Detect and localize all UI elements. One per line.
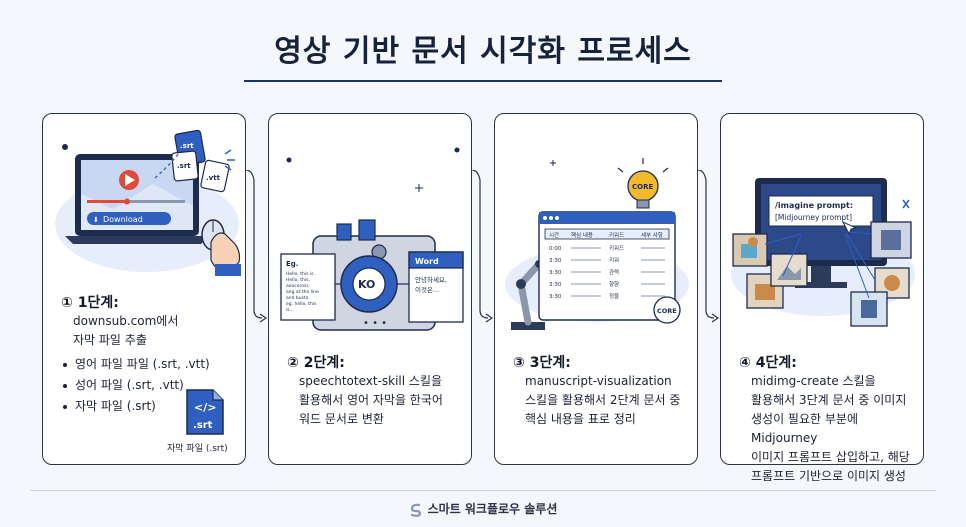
svg-text:세부 사항: 세부 사항	[641, 231, 663, 239]
generated-image-icon	[850, 291, 888, 327]
svg-text:⬇: ⬇	[93, 216, 99, 224]
step-4-description: midimg-create 스킬을 활용해서 3단계 문서 중 이미지 생성이 …	[751, 374, 910, 483]
srt-file-icon-2: .srt	[171, 150, 199, 182]
step-3-title: ③ 3단계:	[513, 355, 571, 371]
svg-text:.vtt: .vtt	[206, 174, 221, 182]
svg-text:향향: 향향	[609, 280, 619, 288]
svg-text:is...: is...	[286, 307, 294, 313]
svg-text:이것은...: 이것은...	[415, 285, 439, 294]
svg-text:키워드: 키워드	[609, 231, 624, 239]
svg-text:0:00: 0:00	[549, 246, 562, 252]
table-row: 3:30 관력	[549, 268, 665, 276]
svg-text:3:30: 3:30	[549, 282, 562, 288]
step-1-description: downsub.com에서 자막 파일 추출	[73, 314, 179, 347]
core-node-icon: CORE	[653, 296, 681, 324]
step-1-card: ⬇ Download .srt .srt .vtt ① 1단계: downsub…	[42, 113, 246, 465]
svg-text:KO: KO	[358, 278, 375, 291]
step-1-illustration: ⬇ Download .srt .srt .vtt	[55, 129, 241, 276]
svg-text:CORE: CORE	[632, 183, 653, 191]
step-4-title: ④ 4단계:	[739, 355, 797, 371]
word-document-icon: Word 안녕하세요, 이것은...	[408, 251, 464, 323]
lightbulb-icon: CORE	[617, 158, 669, 209]
step-1-title: ① 1단계:	[61, 295, 119, 311]
step-2-illustration: KO • • • Eg. Hello, this is. Hello, this…	[279, 147, 464, 331]
generated-image-icon	[870, 221, 912, 259]
svg-text:안녕하세요,: 안녕하세요,	[415, 275, 447, 284]
svg-text:키워: 키워	[609, 256, 619, 264]
svg-text:3:30: 3:30	[549, 270, 562, 276]
srt-document-caption: 자막 파일 (.srt)	[167, 444, 228, 454]
svg-text:and busto: and busto	[286, 295, 309, 301]
vtt-file-icon: .vtt	[200, 159, 230, 193]
prompt-line-1: /imagine prompt:	[775, 201, 853, 210]
svg-text:3:30: 3:30	[549, 258, 562, 264]
srt-document-icon: </> .srt	[186, 389, 224, 435]
download-label: Download	[103, 215, 143, 224]
step-3-illustration: CORE 시간 핵심 내용 키워드 세부 사항 0:00 키워드 3:30 키워	[505, 158, 689, 330]
svg-text:관력: 관력	[609, 268, 619, 276]
table-row: 3:30 향향	[549, 280, 665, 288]
step-2-description: speechtotext-skill 스킬을 활용해서 영어 자막을 한국어 워…	[299, 374, 443, 426]
svg-text:키워드: 키워드	[609, 244, 624, 252]
svg-text:aoocoross: aoocoross	[286, 283, 309, 289]
title-underline	[244, 80, 722, 82]
svg-text:</>: </>	[194, 401, 216, 414]
list-item: 영어 파일 파일 (.srt, .vtt)	[63, 354, 210, 375]
step-4-card: /imagine prompt: [Midjourney prompt]	[720, 113, 924, 483]
svg-text:3:30: 3:30	[549, 294, 562, 300]
svg-text:시간: 시간	[549, 231, 559, 239]
page-title: 영상 기반 문서 시각화 프로세스	[274, 34, 692, 69]
generated-image-icon	[770, 253, 808, 287]
svg-text:.srt: .srt	[180, 142, 194, 150]
step-2-title: ② 2단계:	[287, 355, 345, 371]
footer-divider	[30, 490, 936, 491]
prompt-line-2: [Midjourney prompt]	[775, 213, 852, 222]
svg-text:.srt: .srt	[177, 162, 191, 170]
step-2-card: KO • • • Eg. Hello, this is. Hello, this…	[268, 113, 472, 465]
step-3-card: CORE 시간 핵심 내용 키워드 세부 사항 0:00 키워드 3:30 키워	[494, 113, 698, 465]
svg-text:Hello, this is.: Hello, this is.	[286, 271, 315, 277]
svg-text:.srt: .srt	[193, 420, 213, 431]
svg-text:Word: Word	[415, 257, 439, 266]
download-button	[87, 212, 171, 225]
connector-arrow-icon	[472, 170, 494, 323]
connector-arrow-icon	[698, 170, 720, 323]
connector-arrow-icon	[246, 170, 268, 323]
table-row: 3:30 키워	[549, 256, 665, 264]
footer: 스마트 워크플로우 솔루션	[0, 500, 966, 517]
step-4-illustration: /imagine prompt: [Midjourney prompt]	[731, 178, 915, 327]
step-1-bullets: 영어 파일 파일 (.srt, .vtt) 성어 파일 (.srt, .vtt)…	[63, 354, 210, 417]
list-item: 성어 파일 (.srt, .vtt)	[63, 375, 210, 396]
svg-text:Hello, this,: Hello, this,	[286, 277, 310, 283]
svg-text:정을: 정을	[609, 293, 619, 300]
footer-text: 스마트 워크플로우 솔루션	[427, 502, 558, 516]
table-row: 3:30 정을	[549, 293, 665, 300]
svg-text:• • •: • • •	[363, 318, 387, 329]
list-item: 자막 파일 (.srt)	[63, 396, 210, 417]
svg-text:핵심 내용: 핵심 내용	[571, 231, 593, 239]
svg-text:CORE: CORE	[657, 307, 677, 315]
table-row: 0:00 키워드	[549, 244, 665, 252]
generated-image-icon	[732, 233, 768, 267]
svg-text:ang at the line: ang at the line	[286, 289, 319, 295]
svg-text:Eg.: Eg.	[286, 260, 298, 268]
cursor-icon	[841, 220, 858, 236]
brand-logo-icon	[410, 503, 421, 517]
source-document-icon: Eg. Hello, this is. Hello, this, aoocoro…	[280, 253, 336, 321]
table-window	[538, 211, 676, 321]
svg-text:eg. hello, this: eg. hello, this	[286, 301, 317, 307]
step-3-description: manuscript-visualization 스킬을 활용해서 2단계 문서…	[525, 374, 681, 426]
